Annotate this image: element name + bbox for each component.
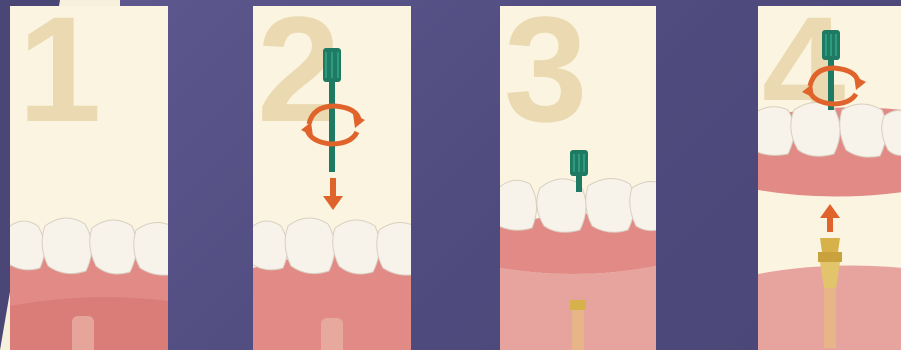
jaw-illustration xyxy=(500,6,656,350)
up-arrow-icon xyxy=(820,204,840,232)
step-panel-4: 4 xyxy=(758,6,901,350)
step-panel-2: 2 xyxy=(253,6,411,350)
implant-icon xyxy=(570,300,586,350)
step-panel-3: 3 xyxy=(500,6,656,350)
jaw-illustration xyxy=(758,6,901,350)
jaw-illustration xyxy=(10,6,168,350)
screwdriver-icon xyxy=(323,48,341,172)
step-panel-1: 1 xyxy=(10,6,168,350)
jaw-illustration xyxy=(253,6,411,350)
down-arrow-icon xyxy=(323,178,343,210)
